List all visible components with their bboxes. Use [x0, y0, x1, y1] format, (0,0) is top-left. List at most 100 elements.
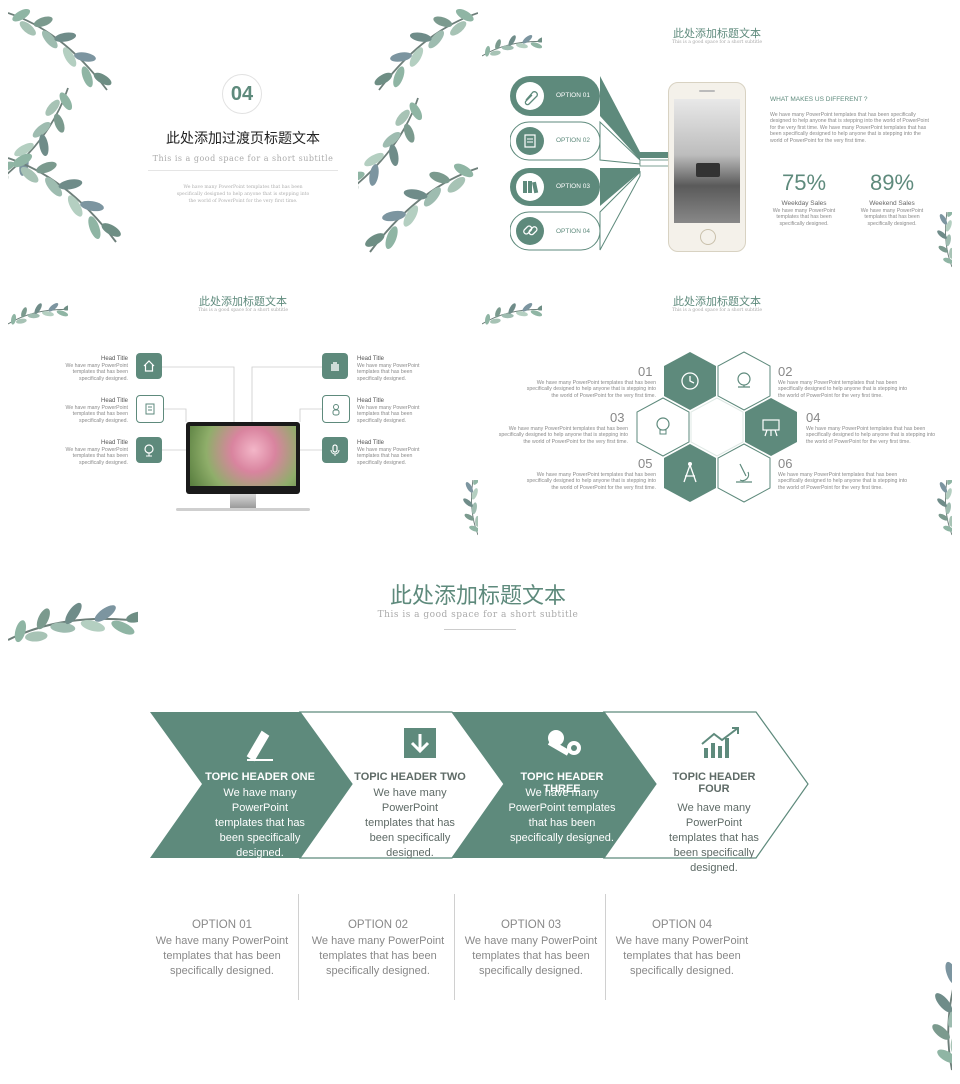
head-text: We have many PowerPoint templates that h… — [65, 363, 128, 382]
leaf-decoration — [887, 946, 952, 1075]
page-title: 此处添加标题文本 — [673, 28, 761, 40]
head-text: We have many PowerPoint templates that h… — [357, 405, 420, 424]
person-icon — [332, 404, 340, 416]
item-text: We have many PowerPoint templates that h… — [526, 380, 656, 399]
monitor-stand — [230, 494, 256, 508]
option-label: OPTION 04 — [556, 228, 590, 235]
hand-icon — [331, 362, 339, 371]
topic-text: We have many PowerPoint templates that h… — [365, 787, 455, 859]
option-label: OPTION 01 — [191, 919, 253, 931]
monitor-base — [176, 508, 310, 511]
option-divider — [298, 894, 299, 1000]
option-text: We have many PowerPoint templates that h… — [311, 935, 445, 977]
item-text: We have many PowerPoint templates that h… — [778, 472, 908, 491]
document-icon — [145, 403, 155, 415]
lightbulb-icon — [656, 417, 670, 435]
stat-text: We have many PowerPoint templates that h… — [772, 208, 836, 227]
download-icon — [404, 728, 436, 758]
head-title: Head Title — [100, 398, 128, 404]
item-text: We have many PowerPoint templates that h… — [498, 426, 628, 445]
head-title: Head Title — [100, 356, 128, 362]
head-text: We have many PowerPoint templates that h… — [65, 447, 128, 466]
option-label: OPTION 03 — [556, 183, 590, 190]
topic-text: We have many PowerPoint templates that h… — [669, 802, 759, 874]
head-text: We have many PowerPoint templates that h… — [357, 363, 420, 382]
page-subtitle: This is a good space for a short subtitl… — [671, 308, 763, 313]
topic-header: TOPIC HEADER THREE — [520, 771, 604, 795]
item-number: 05 — [638, 456, 653, 471]
item-text: We have many PowerPoint templates that h… — [806, 426, 936, 445]
topic-text: We have many PowerPoint templates that h… — [215, 787, 305, 859]
leaf-decoration — [482, 9, 542, 58]
document-icon — [524, 134, 536, 148]
microscope-icon — [736, 463, 752, 483]
option-divider — [605, 894, 606, 1000]
paperclip-icon — [524, 91, 538, 106]
head-title: Head Title — [100, 440, 128, 446]
page-title: 此处添加过渡页标题文本 — [166, 130, 320, 146]
section-number-circle: 04 — [222, 74, 262, 114]
icon-box — [322, 437, 348, 463]
option-text: We have many PowerPoint templates that h… — [615, 935, 749, 977]
option-label: OPTION 01 — [556, 92, 590, 99]
stat-value: 75% — [781, 170, 827, 195]
options-diagram — [510, 76, 679, 251]
divider — [444, 629, 516, 630]
item-number: 06 — [778, 456, 793, 471]
monitor-screen — [190, 426, 296, 486]
item-number: 04 — [806, 410, 821, 425]
books-icon — [523, 181, 539, 194]
head-text: We have many PowerPoint templates that h… — [357, 447, 420, 466]
slide-topics: 此处添加标题文本 This is a good space for a shor… — [8, 544, 952, 1076]
section-heading: WHAT MAKES US DIFFERENT ? — [770, 96, 868, 103]
icon-box — [322, 395, 350, 423]
option-text: We have many PowerPoint templates that h… — [155, 935, 289, 977]
globe-icon — [737, 372, 751, 388]
link-icon — [523, 225, 538, 236]
topic-header: TOPIC HEADER FOUR — [672, 771, 756, 795]
item-number: 03 — [610, 410, 625, 425]
clock-icon — [681, 372, 699, 390]
globe-icon — [144, 444, 154, 457]
stat-label: Weekend Sales — [869, 200, 915, 207]
item-text: We have many PowerPoint templates that h… — [778, 380, 908, 399]
option-label: OPTION 02 — [556, 137, 590, 144]
item-number: 02 — [778, 364, 793, 379]
option-text: We have many PowerPoint templates that h… — [464, 935, 598, 977]
phone-home-button — [700, 229, 716, 245]
option-divider — [454, 894, 455, 1000]
topic-header: TOPIC HEADER TWO — [354, 771, 466, 783]
page-title: 此处添加标题文本 — [389, 583, 566, 608]
item-number: 01 — [638, 364, 653, 379]
phone-mockup — [668, 82, 746, 252]
page-title: 此处添加标题文本 — [199, 296, 287, 308]
option-label: OPTION 04 — [651, 919, 713, 931]
icon-box — [136, 395, 164, 423]
head-title: Head Title — [357, 356, 385, 362]
icon-box — [136, 353, 162, 379]
icon-box — [322, 353, 348, 379]
slide-options-phone: 此处添加标题文本 This is a good space for a shor… — [482, 8, 952, 272]
stat-value: 89% — [869, 170, 915, 195]
presentation-icon — [762, 419, 780, 437]
divider — [148, 170, 338, 171]
microphone-icon — [330, 444, 340, 456]
slide-monitor: 此处添加标题文本 This is a good space for a shor… — [8, 276, 478, 540]
item-text: We have many PowerPoint templates that h… — [526, 472, 656, 491]
leaf-decoration — [482, 277, 542, 326]
topic-header: TOPIC HEADER ONE — [205, 771, 315, 783]
page-subtitle: This is a good space for a short subtitl… — [197, 308, 289, 313]
connector-lines — [162, 366, 322, 451]
pencil-ruler-icon — [246, 730, 273, 762]
phone-speaker — [699, 90, 715, 92]
leaf-decoration — [358, 8, 478, 253]
tools-icon — [547, 730, 581, 756]
page-title: 此处添加标题文本 — [673, 296, 761, 308]
leaf-decoration — [8, 549, 138, 644]
chevron-process — [150, 711, 809, 859]
monitor-mockup — [186, 422, 300, 494]
page-subtitle: This is a good space for a short subtitl… — [377, 610, 579, 620]
camera-photo — [696, 163, 720, 177]
page-subtitle: This is a good space for a short subtitl… — [152, 154, 334, 163]
option-label: OPTION 03 — [500, 919, 562, 931]
